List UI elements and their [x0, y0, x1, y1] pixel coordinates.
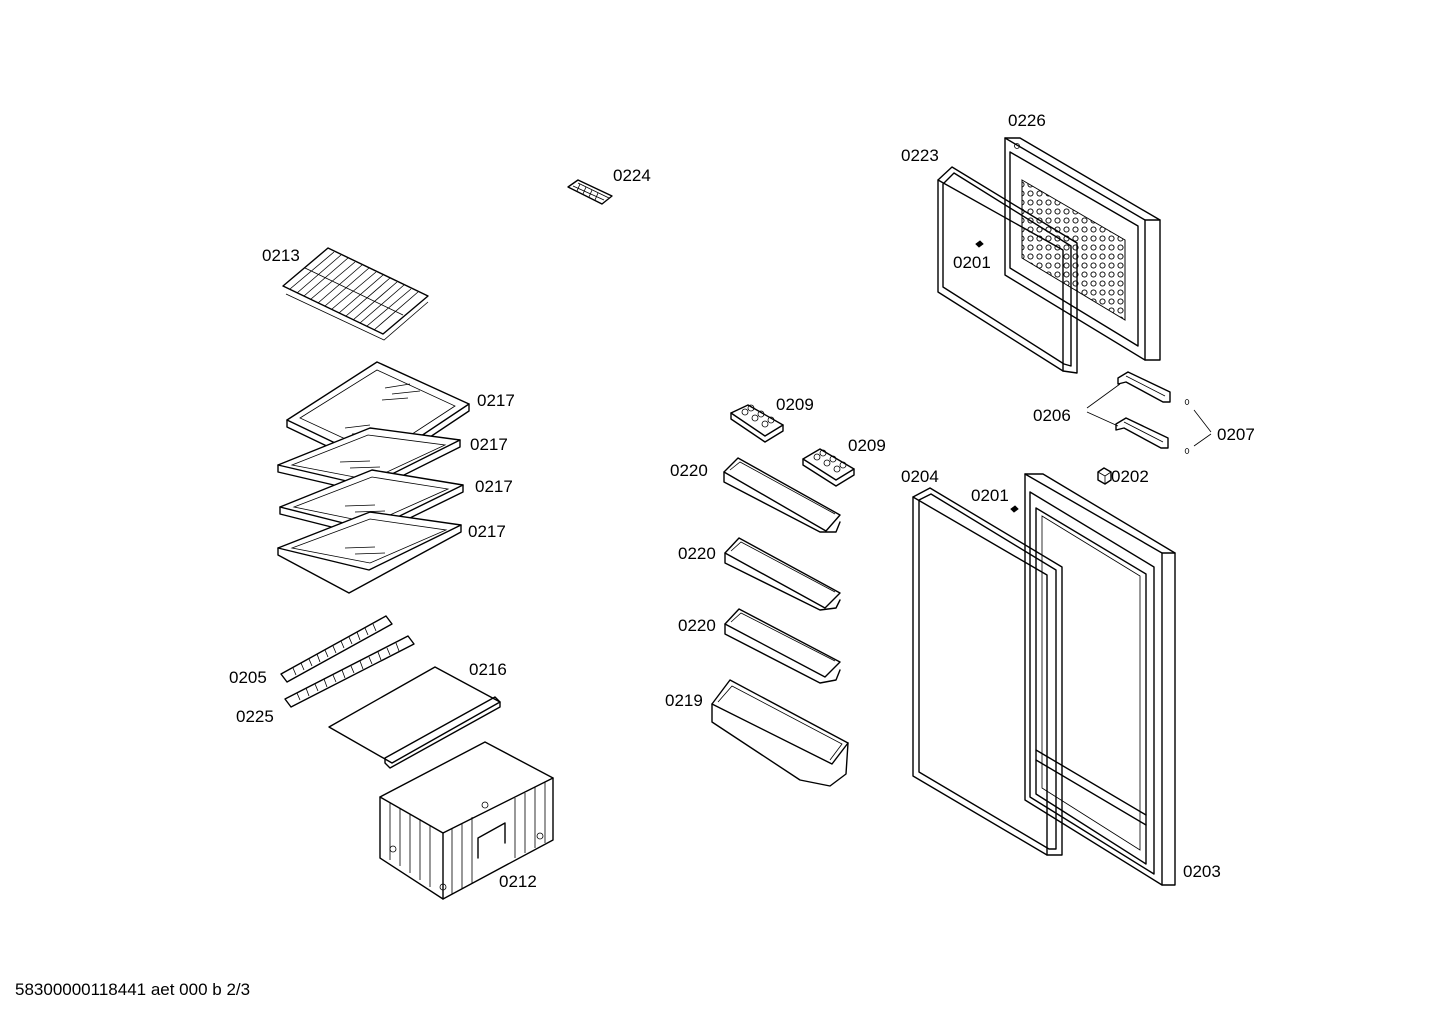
part-0226-freezer-door [1004, 137, 1161, 361]
part-0220-door-bin-3 [724, 608, 841, 684]
part-0206-handle-lower [1115, 417, 1169, 449]
callout-0204: 0204 [901, 467, 939, 486]
callout-0219: 0219 [665, 691, 703, 710]
part-0202-hinge-cap [1097, 467, 1112, 485]
part-0206-handle-upper [1117, 371, 1171, 403]
callout-0223: 0223 [901, 146, 939, 165]
part-0213-wire-shelf [282, 247, 429, 341]
callout-0224: 0224 [613, 166, 651, 185]
leader-0206-lower [1086, 411, 1119, 427]
part-0217-glass-shelf-4 [277, 511, 462, 594]
part-0207-caps [1184, 399, 1212, 454]
callout-0205: 0205 [229, 668, 267, 687]
callout-0201-1: 0201 [953, 253, 991, 272]
part-0205-grid-strip [280, 615, 393, 683]
part-0220-door-bin-1 [723, 457, 841, 533]
callout-0217-3: 0217 [475, 477, 513, 496]
callout-0201-2: 0201 [971, 486, 1009, 505]
part-0220-door-bin-2 [724, 537, 841, 611]
callout-0217-4: 0217 [468, 522, 506, 541]
callout-0225: 0225 [236, 707, 274, 726]
part-0201-screw-1 [975, 240, 984, 248]
callout-0217-1: 0217 [477, 391, 515, 410]
callout-0220-1: 0220 [670, 461, 708, 480]
part-0224-ice-tray [567, 179, 613, 205]
part-0223-freezer-gasket [937, 166, 1078, 374]
callout-0217-2: 0217 [470, 435, 508, 454]
callout-0213: 0213 [262, 246, 300, 265]
callout-0207: 0207 [1217, 425, 1255, 444]
callout-0203: 0203 [1183, 862, 1221, 881]
callout-0212: 0212 [499, 872, 537, 891]
callout-0216: 0216 [469, 660, 507, 679]
part-0201-screw-2 [1010, 505, 1019, 513]
part-0216-crisper-cover [328, 666, 501, 769]
document-id-footer: 58300000118441 aet 000 b 2/3 [15, 980, 251, 999]
leader-0206-upper [1086, 383, 1121, 409]
callout-0206: 0206 [1033, 406, 1071, 425]
callout-0202: 0202 [1111, 467, 1149, 486]
part-0225-grid-strip [284, 635, 415, 708]
part-0212-crisper-drawer [379, 741, 554, 900]
part-0209-egg-tray-1 [730, 404, 784, 443]
part-0204-fridge-gasket [912, 487, 1063, 856]
part-0219-bottle-shelf [711, 679, 849, 787]
callout-0209-1: 0209 [776, 395, 814, 414]
callout-0209-2: 0209 [848, 436, 886, 455]
callout-0226: 0226 [1008, 111, 1046, 130]
callout-0220-3: 0220 [678, 616, 716, 635]
part-0209-egg-tray-2 [802, 448, 855, 487]
callout-0220-2: 0220 [678, 544, 716, 563]
